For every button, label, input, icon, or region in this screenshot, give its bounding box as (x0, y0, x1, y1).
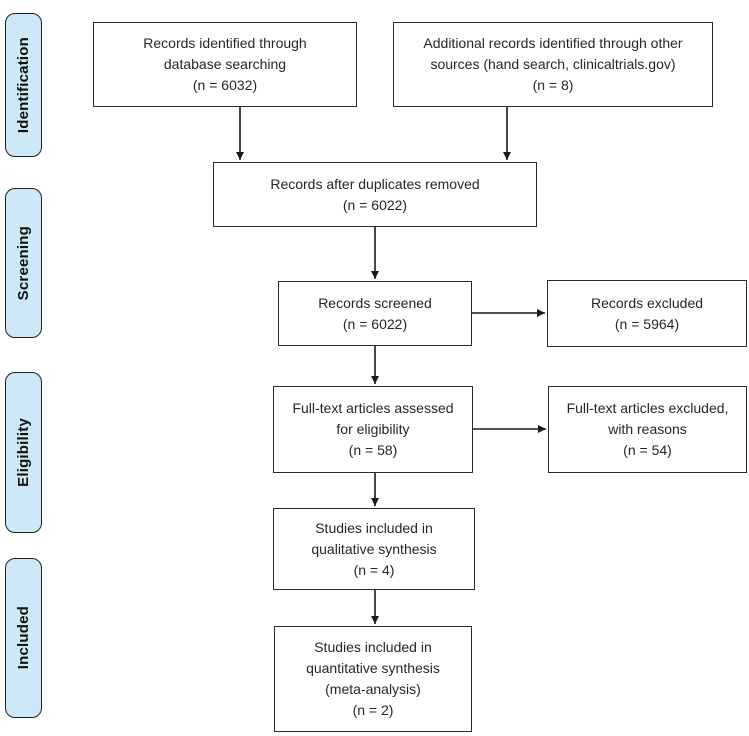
box-label: Records screened (n = 6022) (318, 294, 432, 332)
box-records-identified-database: Records identified through database sear… (93, 22, 357, 107)
stage-label: Screening (15, 225, 32, 301)
stage-identification: Identification (5, 13, 42, 157)
box-records-screened: Records screened (n = 6022) (278, 281, 472, 346)
box-records-after-duplicates-removed: Records after duplicates removed (n = 60… (213, 162, 537, 227)
box-label: Records after duplicates removed (n = 60… (270, 175, 480, 213)
box-fulltext-articles-excluded: Full-text articles excluded, with reason… (548, 386, 747, 473)
stage-screening: Screening (5, 188, 42, 338)
box-fulltext-articles-assessed: Full-text articles assessed for eligibil… (273, 386, 473, 473)
box-label: Full-text articles excluded, with reason… (566, 400, 729, 458)
box-label: Records excluded (n = 5964) (590, 294, 704, 332)
stage-eligibility: Eligibility (5, 372, 42, 533)
box-records-excluded: Records excluded (n = 5964) (547, 280, 747, 347)
stage-included: Included (5, 558, 42, 718)
stage-label: Included (15, 606, 32, 670)
box-label: Studies included in quantitative synthes… (306, 639, 440, 718)
box-additional-records-other-sources: Additional records identified through ot… (393, 22, 713, 107)
box-label: Records identified through database sear… (143, 35, 307, 93)
box-studies-quantitative-synthesis: Studies included in quantitative synthes… (274, 626, 472, 732)
box-studies-qualitative-synthesis: Studies included in qualitative synthesi… (273, 508, 475, 590)
box-label: Full-text articles assessed for eligibil… (292, 400, 454, 458)
box-label: Studies included in qualitative synthesi… (311, 519, 437, 578)
box-label: Additional records identified through ot… (423, 35, 683, 93)
stage-label: Identification (15, 36, 32, 134)
stage-label: Eligibility (15, 418, 32, 487)
